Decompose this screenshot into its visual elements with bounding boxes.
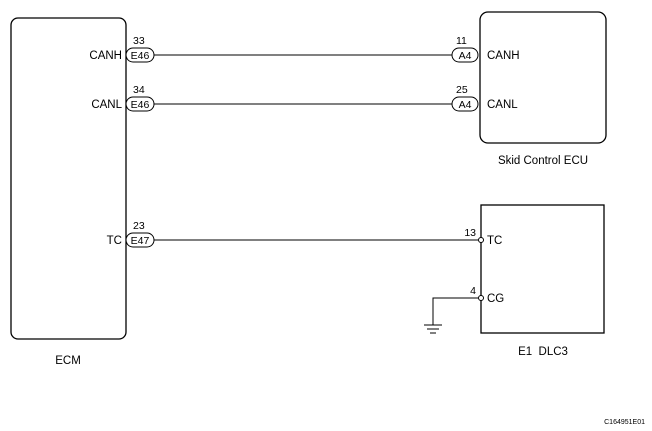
dlc3-terminal-cg xyxy=(478,295,484,301)
skid-pin-canl: 25 xyxy=(456,84,468,96)
wire-cg-ground xyxy=(432,297,478,325)
ecm-connector-tc-label: E47 xyxy=(131,235,150,247)
dlc3-pin-tc: 13 xyxy=(464,227,476,239)
skid-connector-canh-label: A4 xyxy=(459,50,472,62)
figure-code: C164951E01 xyxy=(604,419,645,426)
dlc3-label-tc: TC xyxy=(487,235,502,247)
skid-label-canh: CANH xyxy=(487,50,520,62)
ecm-label-tc: TC xyxy=(107,235,122,247)
ecm-box xyxy=(10,17,127,340)
ecm-connector-tc xyxy=(125,232,155,248)
dlc3-label-cg: CG xyxy=(487,293,504,305)
ecm-connector-canh xyxy=(125,47,155,63)
ecm-pin-canh: 33 xyxy=(133,35,145,47)
skid-connector-canl xyxy=(451,96,479,112)
ecm-connector-canl xyxy=(125,96,155,112)
dlc3-pin-cg: 4 xyxy=(470,285,476,297)
skid-connector-canh xyxy=(451,47,479,63)
dlc3-caption: E1 DLC3 xyxy=(518,346,568,358)
ground-icon xyxy=(424,324,442,334)
skid-pin-canh: 11 xyxy=(456,35,467,47)
dlc3-box xyxy=(480,204,605,334)
dlc3-terminal-tc xyxy=(478,237,484,243)
ecm-label-canh: CANH xyxy=(89,50,122,62)
ecm-label-canl: CANL xyxy=(91,99,122,111)
ecm-connector-canl-label: E46 xyxy=(131,99,150,111)
skid-ecu-box xyxy=(479,11,607,144)
skid-connector-canl-label: A4 xyxy=(459,99,472,111)
skid-ecu-caption: Skid Control ECU xyxy=(498,155,588,167)
ecm-pin-tc: 23 xyxy=(133,220,145,232)
ecm-caption: ECM xyxy=(55,355,81,367)
skid-label-canl: CANL xyxy=(487,99,518,111)
ecm-pin-canl: 34 xyxy=(133,84,145,96)
ecm-connector-canh-label: E46 xyxy=(131,50,150,62)
